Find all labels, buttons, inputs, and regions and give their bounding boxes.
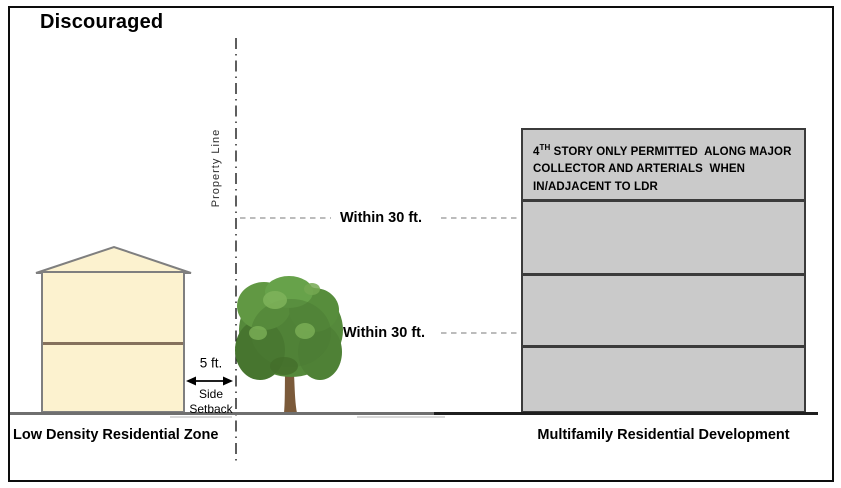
house-roof — [35, 245, 192, 274]
building-story-1 — [523, 345, 804, 411]
tree-icon — [235, 276, 343, 414]
page-title: Discouraged — [40, 11, 164, 33]
building-note-number: 4 — [533, 145, 540, 158]
setback-arrowhead-left — [186, 376, 196, 386]
setback-distance-label: 5 ft. — [199, 355, 223, 371]
multifamily-building: 4TH STORY ONLY PERMITTED ALONG MAJOR COL… — [521, 128, 806, 413]
house-floor-line — [43, 342, 183, 345]
zone-label-low-density: Low Density Residential Zone — [13, 427, 219, 443]
building-note-superscript: TH — [539, 143, 551, 152]
ground-shadow — [170, 416, 232, 418]
building-story-3 — [523, 199, 804, 273]
setback-arrowhead-right — [223, 376, 233, 386]
ground-shadow — [357, 416, 445, 418]
within-30ft-upper-label: Within 30 ft. — [339, 210, 423, 226]
building-story-4: 4TH STORY ONLY PERMITTED ALONG MAJOR COL… — [523, 130, 804, 199]
ground-line-right — [434, 412, 818, 415]
zone-label-multifamily: Multifamily Residential Development — [537, 427, 790, 443]
ground-line-left — [10, 412, 438, 415]
side-setback-label: Side Setback — [189, 387, 233, 416]
property-line-label: Property Line — [210, 128, 222, 208]
building-story-2 — [523, 273, 804, 345]
within-30ft-lower-label: Within 30 ft. — [342, 325, 426, 341]
building-note: 4TH STORY ONLY PERMITTED ALONG MAJOR COL… — [523, 130, 804, 196]
building-note-text: STORY ONLY PERMITTED ALONG MAJOR COLLECT… — [533, 145, 795, 193]
diagram-border — [8, 6, 834, 482]
